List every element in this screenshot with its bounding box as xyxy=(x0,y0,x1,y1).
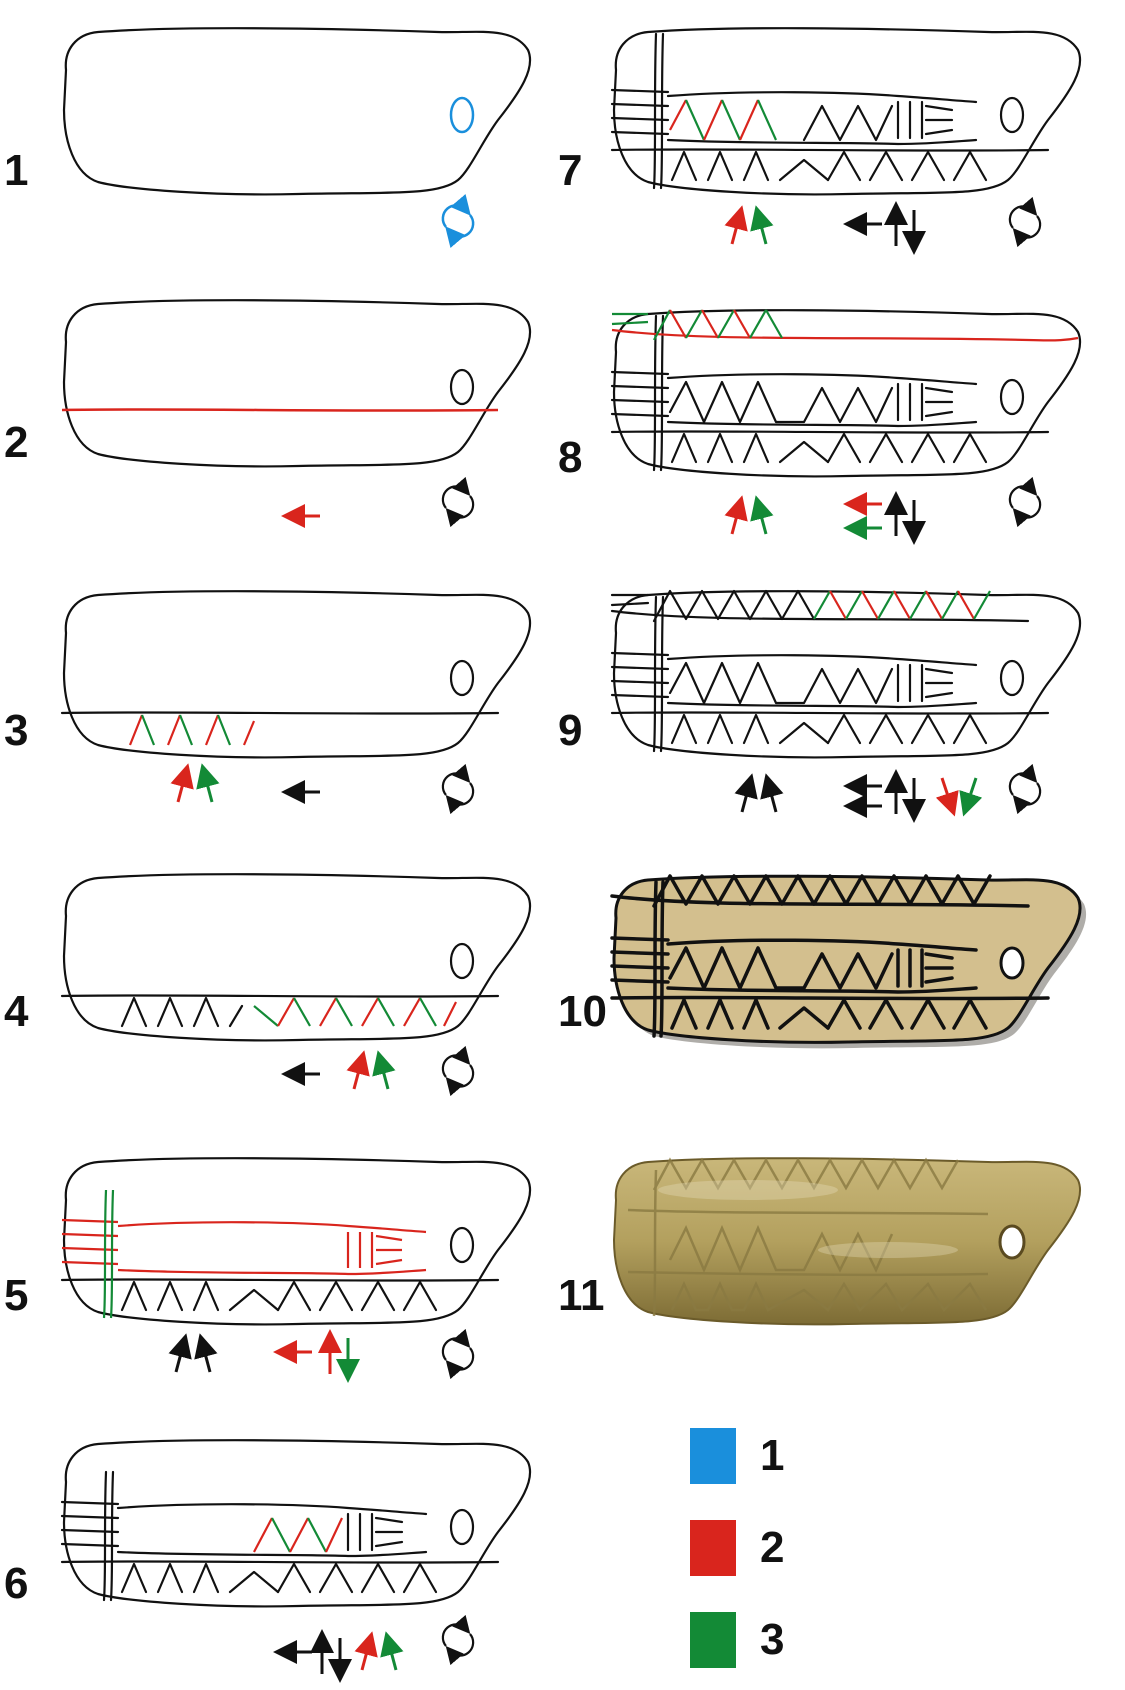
up-arrow-icon xyxy=(362,1640,370,1670)
up-arrow-icon xyxy=(176,1342,184,1372)
rotation-icon xyxy=(443,1055,473,1086)
panel-7 xyxy=(612,28,1080,194)
up-arrow-icon xyxy=(354,1059,362,1089)
perforation-hole xyxy=(451,98,473,132)
panel-number-2: 2 xyxy=(4,418,28,467)
panel-number-9: 9 xyxy=(558,706,582,755)
legend-label-2: 2 xyxy=(760,1523,784,1572)
panel-6 xyxy=(62,1440,530,1606)
legend: 1 2 3 xyxy=(690,1428,784,1668)
panel-4 xyxy=(62,874,530,1040)
perforation-hole xyxy=(1000,1226,1024,1258)
up-arrow-icon xyxy=(732,214,740,244)
rotation-icon xyxy=(443,1624,473,1655)
panel-number-5: 5 xyxy=(4,1271,28,1320)
legend-label-1: 1 xyxy=(760,1431,784,1480)
panel-number-10: 10 xyxy=(558,987,607,1036)
legend-swatch-green xyxy=(690,1612,736,1668)
panel-9 xyxy=(612,591,1080,757)
rotation-icon xyxy=(443,773,473,804)
rotation-icon xyxy=(443,1338,473,1369)
rotation-icon xyxy=(1010,206,1040,237)
perforation-hole xyxy=(451,370,473,404)
up-arrow-icon xyxy=(742,782,750,812)
panel-3 xyxy=(62,591,530,757)
up-arrow-icon xyxy=(768,782,776,812)
engraved-line-red xyxy=(62,409,498,410)
panel-number-6: 6 xyxy=(4,1559,28,1608)
legend-swatch-red xyxy=(690,1520,736,1576)
legend-swatch-blue xyxy=(690,1428,736,1484)
up-arrow-icon xyxy=(732,504,740,534)
panel-1 xyxy=(64,28,530,194)
panel-number-3: 3 xyxy=(4,706,28,755)
panel-number-1: 1 xyxy=(4,146,28,195)
panel-number-8: 8 xyxy=(558,433,582,482)
up-arrow-icon xyxy=(388,1640,396,1670)
up-arrow-icon xyxy=(202,1342,210,1372)
up-arrow-icon xyxy=(758,214,766,244)
panel-10 xyxy=(612,876,1086,1048)
legend-label-3: 3 xyxy=(760,1615,784,1664)
rotation-icon xyxy=(1010,486,1040,517)
rotation-icon xyxy=(443,486,473,517)
panel-8 xyxy=(612,310,1080,476)
up-arrow-icon xyxy=(178,772,186,802)
rotation-icon xyxy=(443,205,473,236)
panel-5 xyxy=(62,1158,530,1324)
panel-number-7: 7 xyxy=(558,146,582,195)
down-arrow-icon xyxy=(942,778,952,808)
up-arrow-icon xyxy=(204,772,212,802)
up-arrow-icon xyxy=(758,504,766,534)
panel-number-11: 11 xyxy=(558,1271,605,1320)
plaque-outline xyxy=(64,28,530,194)
down-arrow-icon xyxy=(966,778,976,808)
rotation-icon xyxy=(1010,773,1040,804)
up-arrow-icon xyxy=(380,1059,388,1089)
panel-2 xyxy=(62,300,530,466)
panel-number-4: 4 xyxy=(4,987,29,1036)
panel-11 xyxy=(614,1158,1080,1324)
